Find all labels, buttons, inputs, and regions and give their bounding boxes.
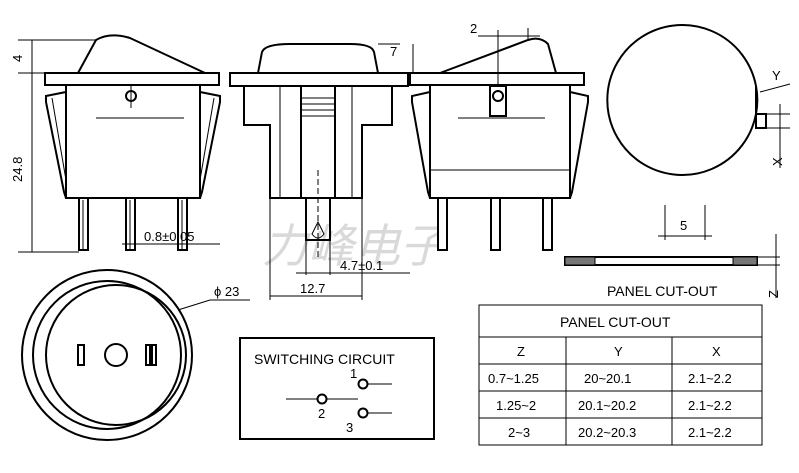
pin-2-label: 2 — [318, 406, 325, 421]
table-header-x: X — [712, 344, 721, 359]
switching-title: SWITCHING CIRCUIT — [254, 351, 395, 367]
dims-left: 4 24.8 0.8±0.05 — [10, 39, 220, 253]
watermark-text: 力峰电子 — [262, 219, 449, 273]
table-cell: 2.1~2.2 — [688, 398, 732, 413]
side-view-right: 2 — [409, 21, 589, 251]
table-header-y: Y — [614, 344, 623, 359]
front-view — [229, 43, 409, 260]
panel-plate: Z PANEL CUT-OUT — [564, 234, 781, 299]
dim-z-label: Z — [766, 290, 781, 298]
dim-notch: 5 — [680, 218, 687, 233]
front-rocker — [256, 43, 380, 74]
panel-cutout-table: PANEL CUT-OUT Z Y X 0.7~1.25 20~20.1 2.1… — [478, 304, 763, 446]
table-cell: 1.25~2 — [496, 398, 536, 413]
table-cell: 2~3 — [508, 425, 530, 440]
dim-offset: 2 — [470, 21, 477, 36]
cutout-circle — [606, 24, 757, 176]
dim-top-height: 4 — [10, 55, 25, 62]
dims-front: 7 4.7±0.1 12.7 — [269, 43, 420, 300]
front-flange — [229, 72, 409, 87]
table-cell: 20.2~20.3 — [578, 425, 636, 440]
right-flange — [409, 72, 585, 86]
side-view-left — [44, 34, 221, 251]
pin-3-label: 3 — [346, 420, 353, 435]
flange — [44, 72, 220, 86]
table-title: PANEL CUT-OUT — [560, 314, 671, 330]
panel-cutout-label: PANEL CUT-OUT — [607, 283, 718, 299]
housing — [65, 84, 201, 199]
center-dot — [104, 343, 128, 367]
dim-width: 12.7 — [300, 281, 325, 296]
dim-pin-spacing: 0.8±0.05 — [144, 229, 195, 244]
top-view: ϕ 23 — [21, 269, 250, 441]
dim-y-label: Y — [772, 68, 781, 83]
table-cell: 2.1~2.2 — [688, 371, 732, 386]
pin-1-label: 1 — [350, 366, 357, 381]
switching-circuit-box: SWITCHING CIRCUIT 1 2 3 — [239, 337, 435, 440]
right-housing — [429, 84, 571, 199]
dim-diameter: ϕ 23 — [214, 284, 239, 299]
table-cell: 0.7~1.25 — [488, 371, 539, 386]
cutout-view: Y X 5 — [606, 24, 791, 240]
table-cell: 20~20.1 — [584, 371, 631, 386]
dim-body-height: 24.8 — [10, 157, 25, 182]
table-header-z: Z — [517, 344, 525, 359]
outer-bezel — [21, 269, 193, 441]
dim-x-label: X — [770, 157, 785, 166]
dim-cap-height: 7 — [390, 44, 397, 59]
rocker-cap — [77, 34, 206, 74]
table-cell: 20.1~20.2 — [578, 398, 636, 413]
table-cell: 2.1~2.2 — [688, 425, 732, 440]
